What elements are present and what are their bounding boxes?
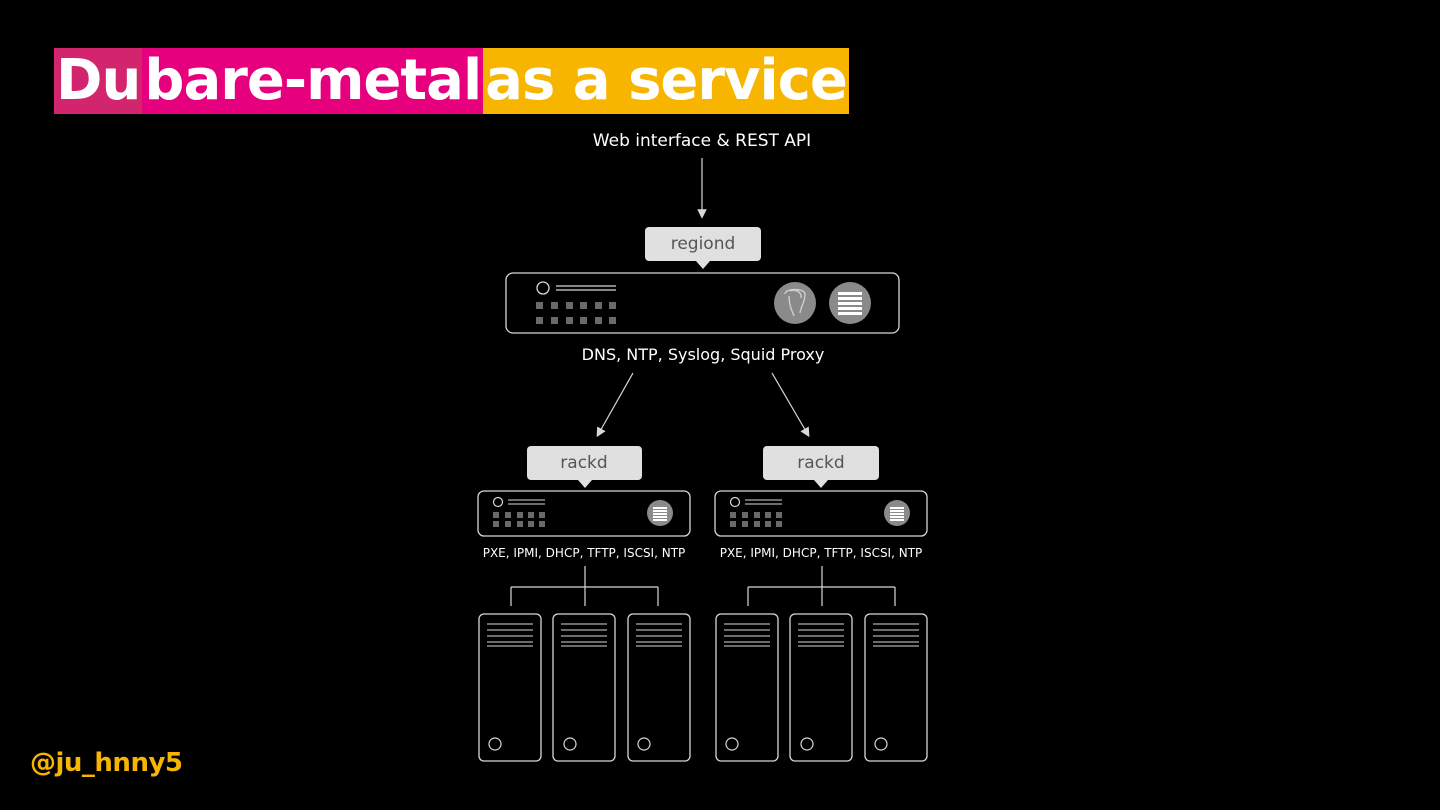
rack-1-node-1: [478, 613, 542, 762]
title-part-3: as a service: [483, 48, 849, 114]
rack-2-node-3: [864, 613, 928, 762]
rack-1-services-label: PXE, IPMI, DHCP, TFTP, ISCSI, NTP: [483, 546, 686, 560]
rack-1-node-2: [552, 613, 616, 762]
database-icon: [829, 282, 871, 324]
rack-2-node-1: [715, 613, 779, 762]
postgresql-icon: [774, 282, 816, 324]
regiond-label: regiond: [671, 234, 736, 254]
rack-1: rackd PXE, IPMI, DHCP, TFTP, ISCSI, NTP: [477, 446, 691, 762]
rack-2: rackd PXE, IPMI, DHCP, TFTP, ISCSI, NTP: [714, 446, 928, 762]
rack-1-label: rackd: [560, 453, 607, 473]
rack-2-label: rackd: [797, 453, 844, 473]
api-label: Web interface & REST API: [593, 131, 811, 151]
regiond-badge: regiond: [645, 227, 761, 269]
rack-2-services-label: PXE, IPMI, DHCP, TFTP, ISCSI, NTP: [720, 546, 923, 560]
title-part-2: bare-metal: [142, 48, 484, 114]
region-server: [505, 272, 900, 334]
rack-1-database-icon: [647, 500, 673, 526]
rack-2-node-2: [789, 613, 853, 762]
region-services-label: DNS, NTP, Syslog, Squid Proxy: [582, 345, 825, 364]
slide-title: Du bare-metal as a service: [54, 48, 849, 114]
rack-2-database-icon: [884, 500, 910, 526]
rack-1-node-3: [627, 613, 691, 762]
author-handle: @ju_hnny5: [30, 748, 183, 778]
title-part-1: Du: [54, 48, 143, 114]
arrow-to-rack-1: [596, 372, 634, 438]
arrow-to-rack-2: [771, 372, 810, 438]
